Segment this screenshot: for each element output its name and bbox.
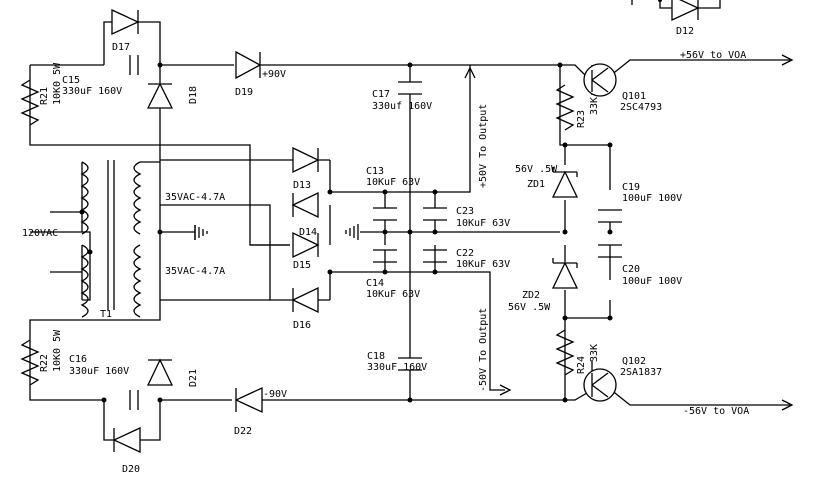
capacitor-c23 [423, 207, 447, 221]
transistor-q102 [583, 368, 617, 402]
label-zd2: ZD2 [522, 290, 540, 301]
label-c15-value: 330uF 160V [62, 86, 122, 97]
resistor-r21 [20, 79, 40, 126]
transformer-t1 [80, 160, 142, 318]
label-q102: Q102 [622, 356, 646, 367]
capacitor-c14 [373, 249, 397, 263]
diode-d15 [292, 231, 320, 259]
label-zd2-spec: 56V .5W [508, 302, 551, 313]
label-r22-value: 10K0 5W [52, 329, 63, 372]
label-d19: D19 [235, 87, 253, 98]
capacitor-c19 [598, 209, 622, 223]
label-c22-value: 10KuF 63V [456, 259, 510, 270]
label-c13-value: 10KuF 63V [366, 177, 420, 188]
label-q101-part: 2SC4793 [620, 102, 662, 113]
label-c23-value: 10KuF 63V [456, 218, 510, 229]
label-c13: C13 [366, 166, 384, 177]
label-r23: R23 [576, 110, 587, 128]
label-120vac: 120VAC [22, 228, 58, 239]
transistor-q101 [583, 63, 617, 97]
label-90v: +90V [262, 69, 286, 80]
label-q102-part: 2SA1837 [620, 367, 662, 378]
capacitor-c20 [598, 244, 622, 258]
label-r21-value: 10K0 5W [52, 62, 63, 105]
capacitor-c16 [129, 390, 139, 410]
label-d16: D16 [293, 320, 311, 331]
label-c19-value: 100uF 100V [622, 193, 682, 204]
label-35vac-bottom: 35VAC-4.7A [165, 266, 225, 277]
resistor-r23 [555, 84, 575, 131]
zener-zd2 [551, 258, 579, 289]
labels: D17 C15 330uF 160V R21 10K0 5W D18 +90V … [22, 26, 749, 475]
label-d17: D17 [112, 42, 130, 53]
resistor-r22 [20, 339, 40, 386]
capacitor-c15 [129, 55, 139, 75]
diode-d22 [234, 386, 263, 414]
label-c22: C22 [456, 248, 474, 259]
diode-d16 [291, 286, 319, 314]
resistor-r24 [555, 329, 575, 376]
label-r24: R24 [576, 356, 587, 374]
label-minus90v: -90V [263, 389, 287, 400]
label-t1: T1 [100, 309, 112, 320]
diode-d13 [292, 146, 320, 174]
label-r24-value: 33K [589, 344, 600, 362]
label-d14: D14 [299, 227, 317, 238]
arrow-heads [464, 54, 794, 411]
diode-d12 [671, 0, 700, 22]
diode-d20 [112, 426, 141, 454]
diode-d17 [111, 8, 140, 36]
label-zd1: ZD1 [527, 179, 545, 190]
diode-d19 [235, 50, 262, 80]
label-c16: C16 [69, 354, 87, 365]
label-c14: C14 [366, 278, 384, 289]
label-c16-value: 330uF 160V [69, 366, 129, 377]
capacitor-c22 [423, 249, 447, 263]
label-d12: D12 [676, 26, 694, 37]
label-c15: C15 [62, 75, 80, 86]
label-c18-value: 330uF 160V [367, 362, 427, 373]
label-56v-voa: +56V to VOA [680, 50, 746, 61]
label-r23-value: 33K [589, 97, 600, 115]
label-c18: C18 [367, 351, 385, 362]
label-c19: C19 [622, 182, 640, 193]
label-d21: D21 [188, 369, 199, 387]
label-q101: Q101 [622, 91, 646, 102]
capacitor-c13 [373, 207, 397, 221]
label-zd1-spec: 56V .5W [515, 164, 558, 175]
diode-d18 [146, 82, 174, 109]
label-r21: R21 [39, 87, 50, 105]
label-r22: R22 [39, 354, 50, 372]
label-minus56-voa: -56V to VOA [683, 406, 749, 417]
junction-dots [79, 0, 662, 403]
label-d15: D15 [293, 260, 311, 271]
label-minus50: -50V To Output [478, 308, 489, 392]
ground-symbol-capbank [345, 224, 359, 240]
label-35vac-top: 35VAC-4.7A [165, 192, 225, 203]
diode-d21 [146, 358, 174, 386]
label-c23: C23 [456, 206, 474, 217]
label-c20: C20 [622, 264, 640, 275]
label-c17-value: 330uf 160V [372, 101, 432, 112]
label-d20: D20 [122, 464, 140, 475]
diode-d14 [291, 191, 319, 219]
label-d13: D13 [293, 180, 311, 191]
label-c14-value: 10KuF 63V [366, 289, 420, 300]
capacitor-c17 [398, 81, 422, 95]
ground-symbol-center [194, 225, 208, 240]
capacitor-c18 [398, 357, 422, 371]
label-plus50: +50V To Output [478, 104, 489, 188]
label-c20-value: 100uF 100V [622, 276, 682, 287]
label-d18: D18 [188, 86, 199, 104]
label-c17: C17 [372, 89, 390, 100]
zener-zd1 [551, 167, 579, 198]
label-d22: D22 [234, 426, 252, 437]
